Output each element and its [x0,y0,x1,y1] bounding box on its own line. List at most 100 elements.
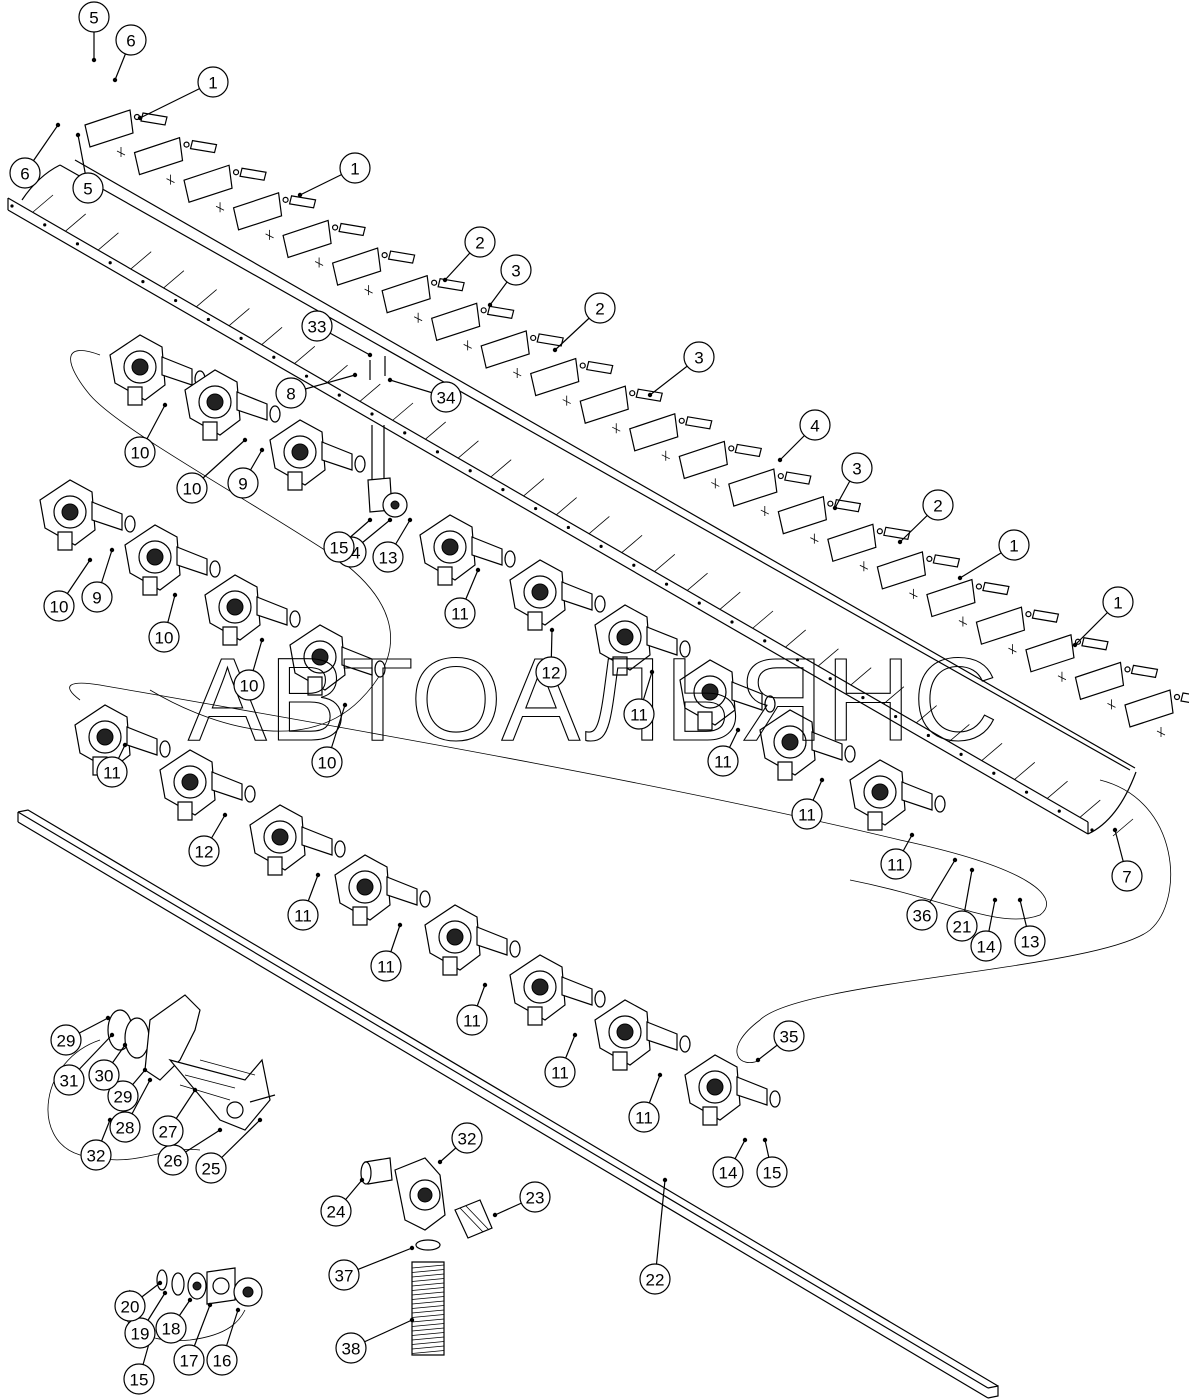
leader-arrow [367,517,373,523]
callout-2: 2 [922,489,954,521]
gearbox [419,514,516,586]
leader-arrow [407,517,413,523]
callout-balloon [372,541,404,573]
callout-balloon [115,24,147,56]
leader-arrow [87,557,93,563]
leader-arrow [137,115,143,121]
callout-5: 5 [78,1,110,33]
callout-balloon [707,745,739,777]
callout-label: 21 [953,918,972,937]
callout-1: 1 [998,529,1030,561]
gearbox [334,854,431,926]
leader-arrow [819,777,825,783]
callout-label: 5 [89,9,98,28]
callout-balloon [114,1290,146,1322]
callout-label: 11 [714,753,732,772]
callout-11: 11 [544,1056,576,1088]
leader-arrow [762,1137,768,1143]
callout-label: 6 [126,32,135,51]
leader-arrow [242,437,248,443]
callout-balloon [53,1064,85,1096]
leader-arrow [572,1032,578,1038]
callout-label: 3 [511,262,520,281]
callout-balloon [124,1317,156,1349]
callout-balloon [78,1,110,33]
callout-32: 32 [451,1122,483,1154]
leader-arrow [257,1117,263,1123]
callout-15: 15 [123,1363,155,1395]
callout-balloon [841,452,873,484]
callout-balloon [311,746,343,778]
callout-label: 6 [20,165,29,184]
callout-balloon [173,1344,205,1376]
callout-25: 25 [195,1152,227,1184]
callout-balloon [197,66,229,98]
callout-14: 14 [712,1156,744,1188]
callout-balloon [80,1139,112,1171]
callout-balloon [148,621,180,653]
callout-15: 15 [756,1156,788,1188]
callout-balloon [584,292,616,324]
callout-balloon [623,698,655,730]
callout-3: 3 [500,254,532,286]
leader-arrow [832,505,838,511]
callout-label: 10 [155,629,174,648]
callout-38: 38 [335,1332,367,1364]
callout-label: 11 [635,1109,653,1128]
leader-arrow [342,702,348,708]
callout-balloon [1111,860,1143,892]
callout-1: 1 [1102,586,1134,618]
callout-label: 29 [57,1032,76,1051]
callout-11: 11 [370,950,402,982]
plate [282,219,366,268]
callout-label: 10 [50,598,69,617]
callout-balloon [451,1122,483,1154]
leader-arrow [1112,827,1118,833]
gearbox [269,419,366,491]
callout-label: 3 [852,460,861,479]
leader-arrow [492,1212,498,1218]
leader-arrow [777,457,783,463]
plate [430,302,515,351]
callout-balloon [109,1111,141,1143]
callout-label: 38 [342,1340,361,1359]
leader-arrow [187,1297,193,1303]
callout-5: 5 [72,172,104,204]
leader-arrow [957,575,963,581]
callout-balloon [639,1263,671,1295]
gearbox [509,954,606,1026]
callout-label: 15 [130,1371,149,1390]
gearbox [759,709,856,781]
leader-arrow [549,627,555,633]
leader-arrow [172,592,178,598]
plate [1124,689,1189,737]
leader-arrow [482,982,488,988]
callout-13: 13 [372,541,404,573]
plate [975,606,1060,655]
leader-arrow [735,727,741,733]
leader-arrow [55,122,61,128]
leader-arrow [552,347,558,353]
callout-balloon [756,1156,788,1188]
callout-balloon [430,381,462,413]
leader-arrow [387,517,393,523]
callout-32: 32 [80,1139,112,1171]
callout-label: 27 [159,1123,178,1142]
gearbox [204,574,301,646]
leader-arrow [297,192,303,198]
callout-label: 13 [379,549,398,568]
callout-label: 11 [294,907,312,926]
callout-balloon [9,157,41,189]
callout-label: 20 [121,1298,140,1317]
callout-label: 29 [114,1088,133,1107]
callout-27: 27 [152,1115,184,1147]
callout-15: 15 [323,531,355,563]
plate [728,468,812,517]
leader-arrow [235,1307,241,1313]
callout-balloon [43,590,75,622]
leader-arrow [442,277,448,283]
plate [331,247,416,296]
callout-33: 33 [301,310,333,342]
callout-balloon [1014,925,1046,957]
